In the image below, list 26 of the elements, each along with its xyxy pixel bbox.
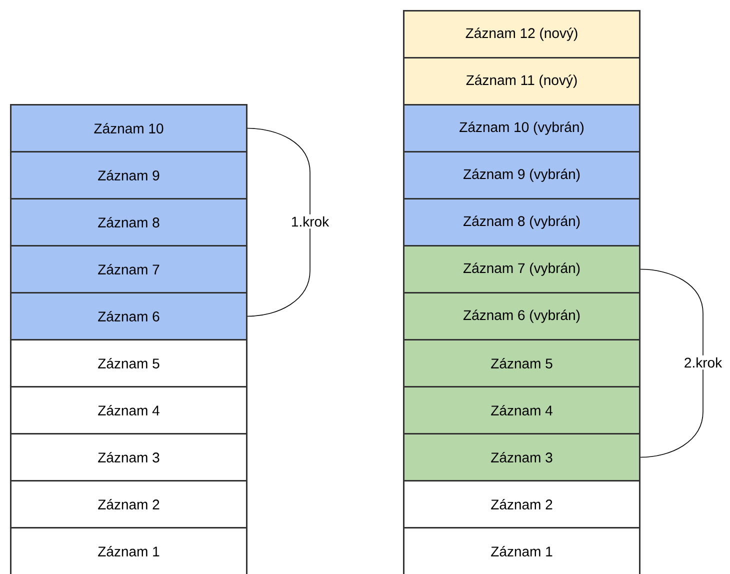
record-box: Záznam 8	[10, 198, 248, 246]
record-box: Záznam 11 (nový)	[403, 57, 640, 106]
record-box: Záznam 1	[403, 527, 640, 574]
edge-label: 2.krok	[682, 355, 724, 370]
bracket-connector	[640, 268, 704, 458]
record-box: Záznam 4	[10, 386, 248, 434]
record-box: Záznam 7	[10, 245, 248, 294]
bracket-connector	[247, 128, 310, 317]
record-box: Záznam 6 (vybrán)	[403, 292, 640, 340]
record-box: Záznam 10	[10, 104, 248, 152]
record-box: Záznam 10 (vybrán)	[403, 104, 640, 152]
record-box: Záznam 1	[10, 527, 248, 574]
record-box: Záznam 2	[403, 480, 640, 528]
record-box: Záznam 8 (vybrán)	[403, 198, 640, 246]
record-box: Záznam 5	[10, 339, 248, 388]
record-box: Záznam 4	[403, 386, 640, 434]
record-box: Záznam 2	[10, 480, 248, 528]
record-box: Záznam 5	[403, 339, 640, 388]
record-box: Záznam 3	[403, 433, 640, 482]
record-box: Záznam 9	[10, 151, 248, 200]
record-box: Záznam 7 (vybrán)	[403, 245, 640, 294]
record-box: Záznam 3	[10, 433, 248, 482]
record-box: Záznam 6	[10, 292, 248, 340]
edge-label: 1.krok	[288, 214, 332, 229]
record-box: Záznam 9 (vybrán)	[403, 151, 640, 200]
record-box: Záznam 12 (nový)	[403, 10, 640, 58]
